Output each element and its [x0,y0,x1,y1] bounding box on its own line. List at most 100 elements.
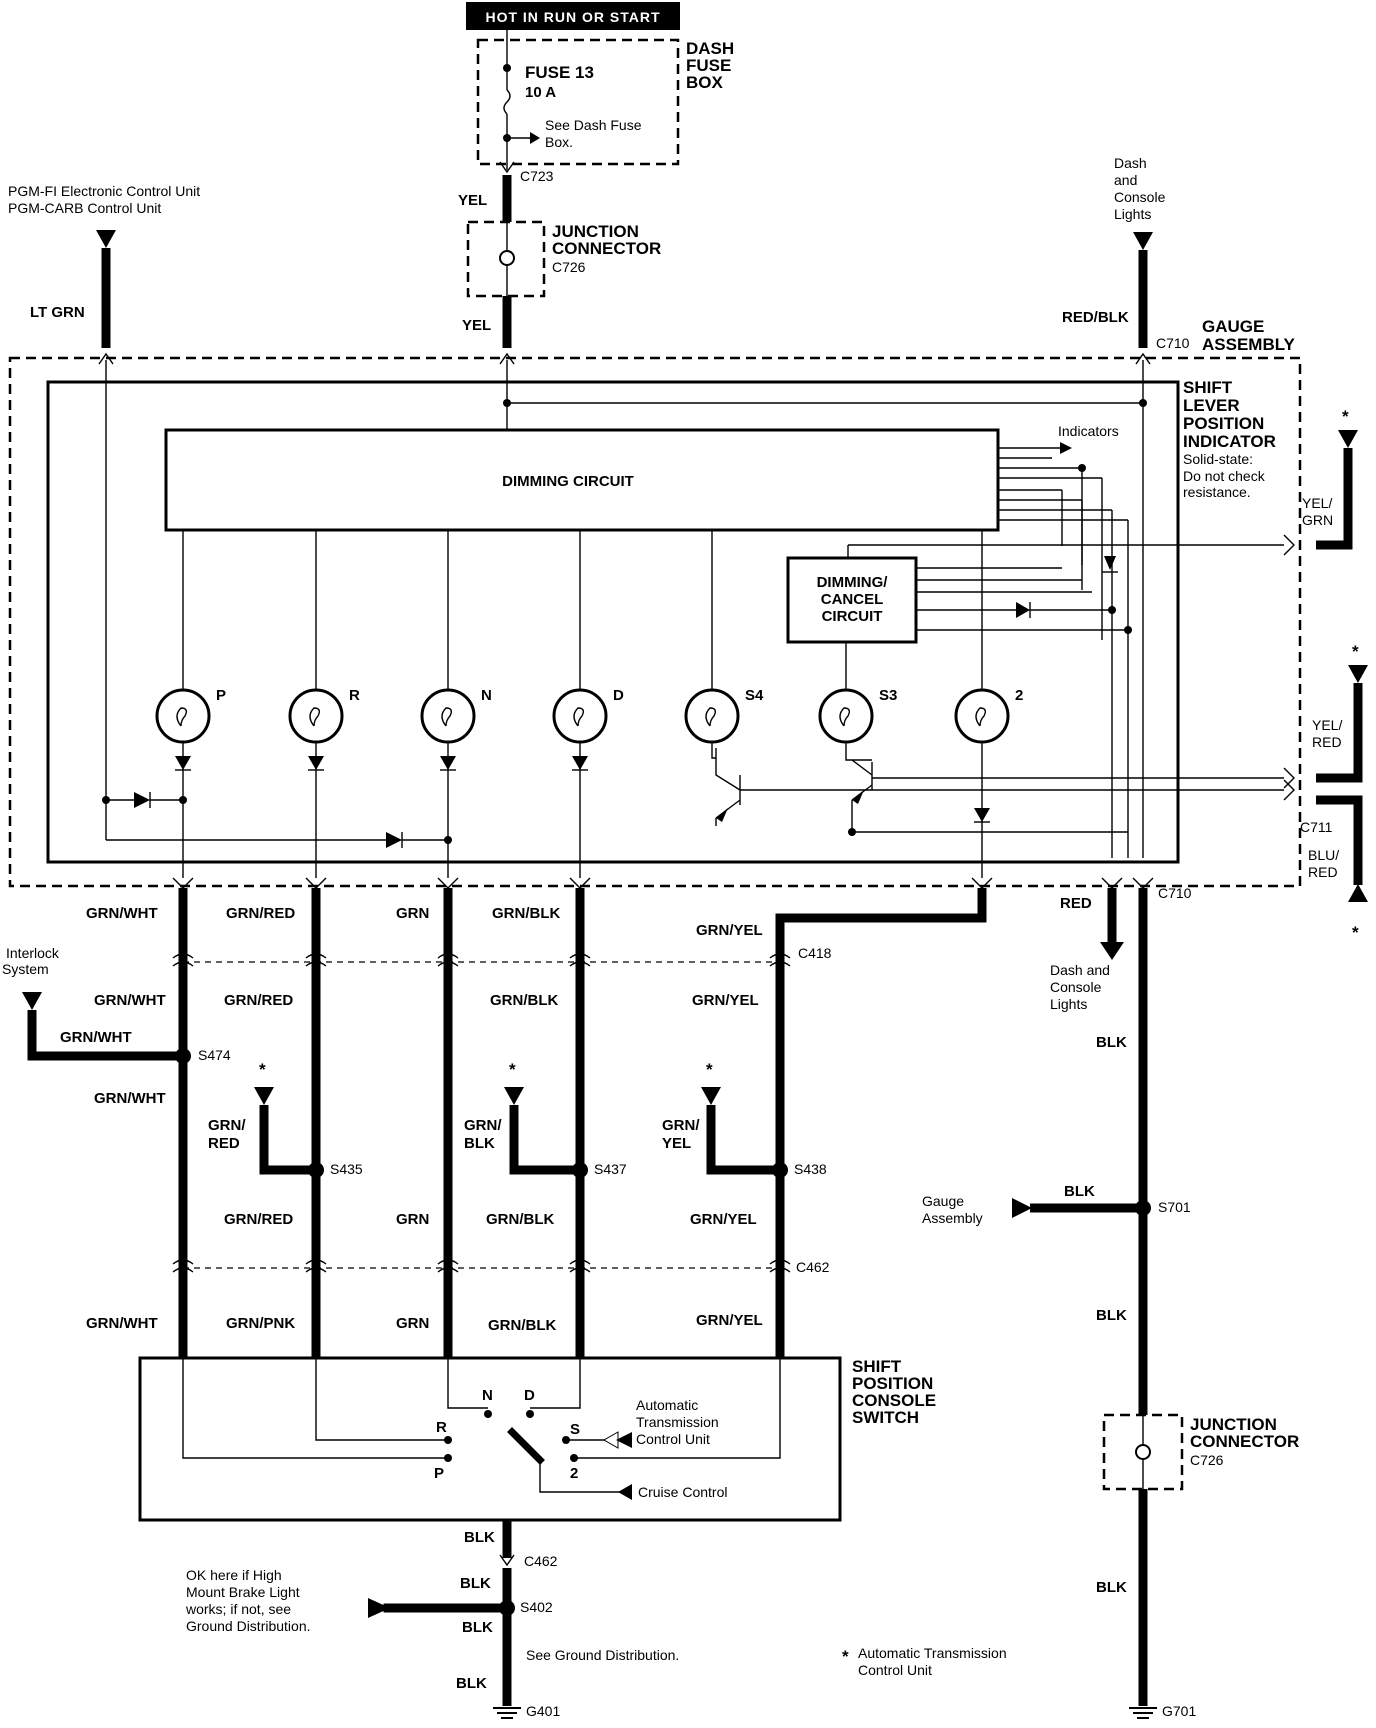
svg-text:Interlock: Interlock [6,945,60,961]
bulb-d: D [552,530,624,878]
svg-text:S474: S474 [198,1047,231,1063]
svg-text:GRN/WHT: GRN/WHT [60,1029,132,1046]
svg-text:GRN/: GRN/ [208,1117,246,1134]
svg-text:*: * [1342,407,1349,426]
svg-text:S438: S438 [794,1161,827,1177]
svg-text:CANCEL: CANCEL [821,591,884,608]
svg-text:GRN: GRN [396,1315,429,1332]
svg-text:Solid-state:: Solid-state: [1183,451,1253,467]
gauge-assembly-label-2: Gauge Assembly [922,1193,983,1226]
bulb-label-p: P [216,687,226,704]
svg-text:CONNECTOR: CONNECTOR [552,239,661,258]
svg-text:OK here if High: OK here if High [186,1567,282,1583]
svg-text:C462: C462 [796,1259,830,1275]
svg-text:SHIFT: SHIFT [1183,378,1233,397]
svg-text:BLK: BLK [1096,1579,1127,1596]
svg-text:RED: RED [1308,864,1338,880]
svg-text:GRN: GRN [396,905,429,922]
svg-text:*: * [1352,923,1359,942]
svg-text:See Dash Fuse: See Dash Fuse [545,117,642,133]
svg-text:BOX: BOX [686,73,724,92]
svg-text:YEL: YEL [462,317,491,334]
svg-text:LT GRN: LT GRN [30,304,85,321]
svg-text:Box.: Box. [545,134,573,150]
svg-text:S437: S437 [594,1161,627,1177]
svg-text:GRN/YEL: GRN/YEL [692,992,759,1009]
svg-text:RED: RED [1312,734,1342,750]
svg-text:and: and [1114,172,1137,188]
svg-text:GRN: GRN [1302,512,1333,528]
svg-text:Console: Console [1050,979,1102,995]
svg-text:Control Unit: Control Unit [858,1662,932,1678]
fuse-name: FUSE 13 [525,63,594,82]
svg-text:BLK: BLK [456,1675,487,1692]
svg-text:S: S [570,1421,580,1438]
svg-text:Transmission: Transmission [636,1414,719,1430]
header-banner [466,2,680,30]
dash-console-lights-label: Dash and Console Lights [1114,155,1166,222]
svg-text:Assembly: Assembly [922,1210,983,1226]
svg-text:YEL/: YEL/ [1302,495,1332,511]
svg-text:N: N [482,1387,493,1404]
svg-text:BLK: BLK [1096,1034,1127,1051]
svg-text:C723: C723 [520,168,554,184]
bulb-r: R [288,530,360,878]
svg-text:2: 2 [570,1465,578,1482]
svg-text:BLK: BLK [464,1529,495,1546]
svg-text:GRN/YEL: GRN/YEL [690,1211,757,1228]
svg-text:YEL: YEL [662,1135,691,1152]
svg-text:GRN/BLK: GRN/BLK [488,1317,556,1334]
svg-text:*: * [509,1060,516,1079]
dash-console-lights-2: Dash and Console Lights [1050,962,1110,1012]
svg-text:G401: G401 [526,1703,560,1719]
bulb-label-d: D [613,687,624,704]
svg-text:System: System [2,961,49,977]
svg-text:R: R [436,1419,447,1436]
dimming-cancel-circuit [786,556,918,644]
svg-text:C726: C726 [552,259,586,275]
bulb-label-2: 2 [1015,687,1023,704]
svg-text:DASH: DASH [686,39,734,58]
bulb-label-r: R [349,687,360,704]
pgm-carb-label: PGM-CARB Control Unit [8,200,161,216]
ground-g701 [1129,1707,1157,1719]
svg-text:GRN/WHT: GRN/WHT [94,1090,166,1107]
svg-text:RED/BLK: RED/BLK [1062,309,1129,326]
svg-text:FUSE: FUSE [686,56,731,75]
svg-text:BLK: BLK [1064,1183,1095,1200]
shift-switch-label: SHIFT POSITION CONSOLE SWITCH [852,1357,936,1427]
svg-text:D: D [524,1387,535,1404]
svg-text:SHIFT: SHIFT [852,1357,902,1376]
star-arrow-2 [1348,665,1368,683]
bulb-label-n: N [481,687,492,704]
svg-text:S402: S402 [520,1599,553,1615]
svg-text:GRN: GRN [396,1211,429,1228]
svg-text:GAUGE: GAUGE [1202,317,1264,336]
svg-text:LEVER: LEVER [1183,396,1240,415]
svg-text:GRN/RED: GRN/RED [226,905,295,922]
svg-text:DIMMING CIRCUIT: DIMMING CIRCUIT [502,473,634,490]
svg-text:C462: C462 [524,1553,558,1569]
svg-text:YEL: YEL [458,192,487,209]
svg-text:Lights: Lights [1114,206,1151,222]
dimming-circuit-block [164,428,1000,532]
svg-text:Cruise Control: Cruise Control [638,1484,727,1500]
svg-text:Dash: Dash [1114,155,1147,171]
svg-text:S435: S435 [330,1161,363,1177]
junction-connector-c726 [466,220,546,298]
svg-text:P: P [434,1465,444,1482]
svg-text:BLK: BLK [462,1619,493,1636]
svg-text:RED: RED [1060,895,1092,912]
svg-text:DIMMING/: DIMMING/ [817,574,889,591]
shift-lever-indicator-box [46,380,1180,864]
svg-text:CIRCUIT: CIRCUIT [822,608,883,625]
svg-text:YEL/: YEL/ [1312,717,1342,733]
svg-text:GRN/: GRN/ [662,1117,700,1134]
svg-text:G701: G701 [1162,1703,1196,1719]
svg-text:GRN/YEL: GRN/YEL [696,922,763,939]
svg-text:Console: Console [1114,189,1166,205]
fuse-rating: 10 A [525,84,556,101]
shift-position-console-switch [138,1356,842,1522]
